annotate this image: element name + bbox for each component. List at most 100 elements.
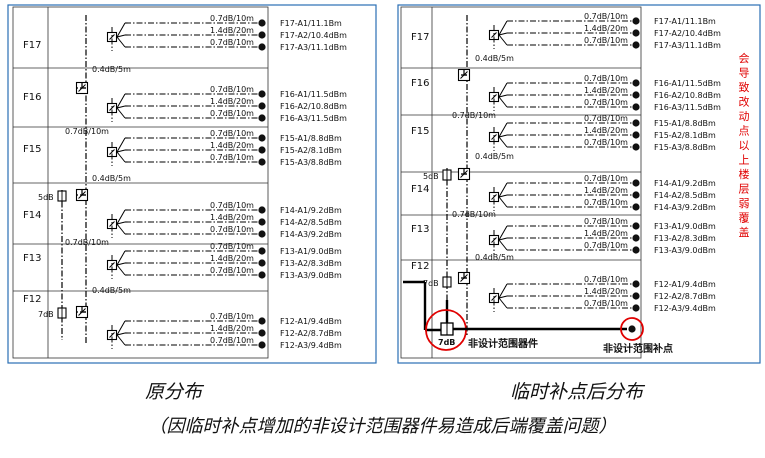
antenna-label: F13-A3/9.0dBm [280, 271, 342, 280]
branch-loss-label: 0.7dB/10m [210, 312, 254, 321]
antenna-3-0 [632, 179, 640, 187]
branch-loss-label: 0.7dB/10m [584, 12, 628, 21]
antenna-label: F12-A1/9.4dBm [280, 317, 342, 326]
branch-loss-label: 0.7dB/10m [210, 242, 254, 251]
branch-splitter-2-diag [491, 134, 497, 140]
added-antenna-highlight [620, 317, 644, 341]
floor-label: F13 [23, 253, 41, 264]
antenna-feed-1-2 [116, 107, 126, 119]
branch-loss-label: 1.4dB/20m [210, 26, 254, 35]
side-note-char: 层 [739, 183, 750, 196]
riser-loss-label: 0.4dB/5m [92, 286, 131, 295]
antenna-label: F14-A2/8.5dBm [280, 218, 342, 227]
side-note-char: 上 [739, 154, 750, 167]
branch-loss-label: 0.7dB/10m [210, 266, 254, 275]
antenna-feed-3-1 [116, 221, 126, 225]
antenna-feed-5-2 [498, 297, 508, 309]
antenna-label: F17-A2/10.4dBm [280, 31, 347, 40]
antenna-label: F14-A1/9.2dBm [280, 206, 342, 215]
antenna-feed-5-0 [498, 283, 508, 299]
distribution-diagram: F17F16F15F14F13F125dB7dB0.4dB/5m0.7dB/10… [7, 4, 761, 364]
branch-splitter-3-diag [491, 194, 497, 200]
branch-loss-label: 1.4dB/20m [584, 186, 628, 195]
branch-loss-label: 0.7dB/10m [210, 109, 254, 118]
coupler-0 [57, 190, 67, 202]
antenna-label: F12-A3/9.4dBm [280, 341, 342, 350]
antenna-label: F15-A1/8.8dBm [654, 119, 716, 128]
antenna-feed-0-0 [498, 20, 508, 36]
antenna-1-1 [258, 102, 266, 110]
antenna-3-1 [258, 218, 266, 226]
coupler-label: 7dB [38, 310, 54, 319]
antenna-label: F14-A3/9.2dBm [280, 230, 342, 239]
antenna-label: F16-A1/11.5dBm [280, 90, 347, 99]
antenna-feed-3-2 [116, 223, 126, 235]
antenna-feed-4-1 [498, 237, 508, 241]
side-note-char: 覆 [739, 212, 750, 225]
antenna-label: F16-A3/11.5dBm [280, 114, 347, 123]
branch-loss-label: 0.7dB/10m [584, 217, 628, 226]
antenna-4-0 [258, 247, 266, 255]
antenna-feed-2-2 [116, 151, 126, 163]
left-outer-frame [7, 4, 377, 364]
antenna-label: F14-A3/9.2dBm [654, 203, 716, 212]
branch-splitter-1-diag [109, 105, 115, 111]
side-note-char: 动 [739, 110, 750, 123]
branch-loss-label: 0.7dB/10m [210, 336, 254, 345]
coupler-label: 7dB [423, 279, 439, 288]
antenna-2-2 [632, 143, 640, 151]
added-coupler-label: 7dB [438, 338, 455, 347]
branch-loss-label: 0.7dB/10m [584, 74, 628, 83]
branch-loss-label: 0.7dB/10m [584, 241, 628, 250]
antenna-5-1 [258, 329, 266, 337]
antenna-feed-2-0 [116, 137, 126, 153]
antenna-4-2 [258, 271, 266, 279]
branch-splitter-2-diag [109, 149, 115, 155]
added-antenna [628, 325, 636, 333]
antenna-feed-5-2 [116, 334, 126, 346]
antenna-label: F15-A3/8.8dBm [654, 143, 716, 152]
branch-loss-label: 1.4dB/20m [584, 287, 628, 296]
antenna-3-2 [258, 230, 266, 238]
branch-loss-label: 0.7dB/10m [584, 275, 628, 284]
floor-label: F15 [23, 144, 41, 155]
antenna-1-0 [258, 90, 266, 98]
branch-loss-label: 0.7dB/10m [210, 201, 254, 210]
antenna-label: F16-A2/10.8dBm [280, 102, 347, 111]
antenna-5-2 [632, 304, 640, 312]
side-note-char: 致 [739, 80, 750, 94]
coupler-1 [57, 307, 67, 319]
antenna-1-0 [632, 79, 640, 87]
antenna-2-0 [258, 134, 266, 142]
branch-loss-label: 0.7dB/10m [210, 14, 254, 23]
branch-loss-label: 0.7dB/10m [584, 138, 628, 147]
antenna-feed-1-1 [498, 94, 508, 98]
coupler-0 [442, 169, 452, 181]
added-device-label: 非设计范围器件 [468, 337, 538, 350]
antenna-feed-0-1 [498, 32, 508, 36]
riser-loss-label: 0.7dB/10m [65, 238, 109, 247]
branch-loss-label: 0.7dB/10m [210, 225, 254, 234]
antenna-0-1 [632, 29, 640, 37]
antenna-label: F16-A1/11.5dBm [654, 79, 721, 88]
floor-label: F17 [411, 32, 429, 43]
antenna-0-1 [258, 31, 266, 39]
antenna-4-1 [632, 234, 640, 242]
antenna-feed-4-2 [498, 239, 508, 251]
panel-frame [400, 6, 642, 359]
floor-label: F12 [411, 261, 429, 272]
antenna-feed-2-2 [498, 136, 508, 148]
side-note-char: 会 [739, 52, 750, 65]
antenna-feed-0-2 [116, 36, 126, 48]
antenna-1-2 [258, 114, 266, 122]
antenna-label: F15-A1/8.8dBm [280, 134, 342, 143]
branch-loss-label: 0.7dB/10m [584, 36, 628, 45]
antenna-feed-1-2 [498, 96, 508, 108]
floor-label: F15 [411, 126, 429, 137]
coupler-1 [442, 276, 452, 288]
riser-loss-label: 0.4dB/5m [475, 54, 514, 63]
panel-frame [12, 6, 269, 359]
floor-label: F16 [23, 92, 41, 103]
antenna-label: F13-A3/9.0dBm [654, 246, 716, 255]
